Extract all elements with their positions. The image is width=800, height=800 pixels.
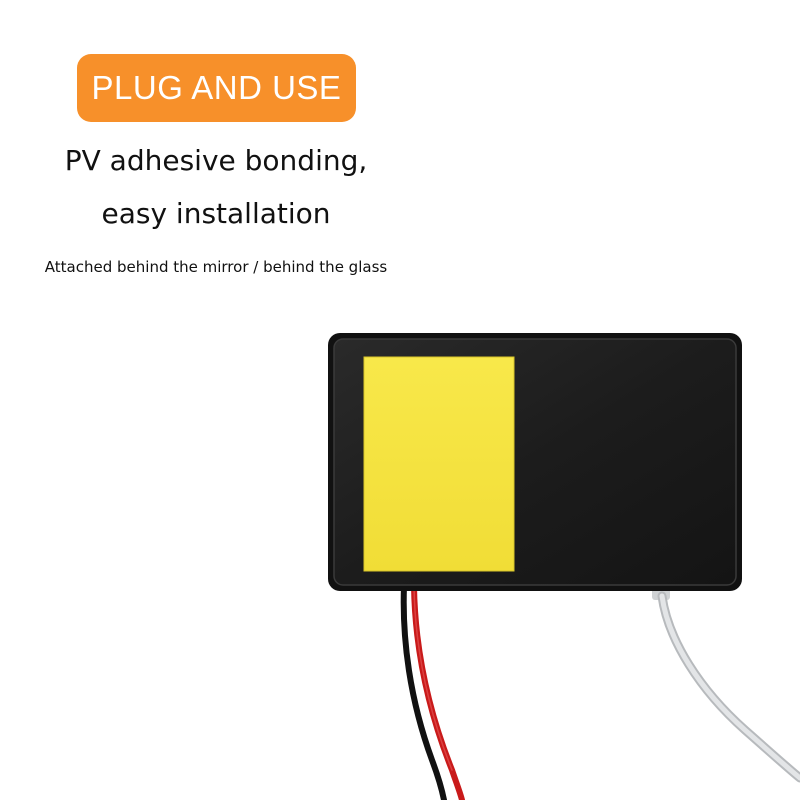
- power-wires: [400, 583, 465, 800]
- plug-and-use-badge: PLUG AND USE: [77, 54, 356, 122]
- grey-cable: [652, 582, 800, 783]
- headline-line-2: easy installation: [101, 197, 331, 230]
- mounting-subline: Attached behind the mirror / behind the …: [44, 258, 388, 276]
- adhesive-pad: [363, 356, 515, 572]
- headline-line-1: PV adhesive bonding,: [64, 144, 368, 177]
